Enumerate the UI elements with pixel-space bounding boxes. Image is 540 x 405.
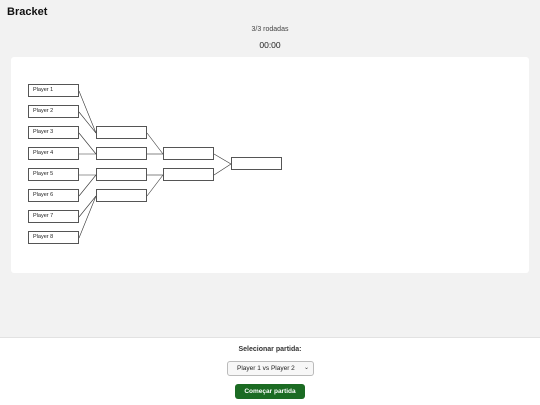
select-match-label: Selecionar partida: [238,346,302,353]
bracket-slot-r1-8: Player 8 [28,231,79,244]
bracket-slot-final [231,157,282,170]
bracket-slot-r2-4 [96,189,147,202]
match-controls: Selecionar partida: Player 1 vs Player 2… [0,337,540,405]
rounds-counter: 3/3 rodadas [251,26,289,33]
match-select-value: Player 1 vs Player 2 [237,365,295,372]
bracket-slot-r3-1 [163,147,214,160]
bracket-slot-r1-5: Player 5 [28,168,79,181]
bracket-slot-r1-4: Player 4 [28,147,79,160]
bracket-slot-r1-1: Player 1 [28,84,79,97]
bracket-slot-r2-3 [96,168,147,181]
bracket-slot-r2-1 [96,126,147,139]
bracket-slot-r2-2 [96,147,147,160]
match-select[interactable]: Player 1 vs Player 2 ⌄ [227,361,314,376]
bracket-connectors [78,90,232,239]
bracket-slot-r1-6: Player 6 [28,189,79,202]
page-title: Bracket [7,6,48,18]
bracket-slot-r1-2: Player 2 [28,105,79,118]
chevron-down-icon: ⌄ [303,365,309,371]
start-match-button[interactable]: Começar partida [235,384,305,399]
match-timer: 00:00 [259,40,281,50]
bracket-panel: Player 1 Player 2 Player 3 Player 4 Play… [11,57,529,273]
bracket-slot-r1-7: Player 7 [28,210,79,223]
bracket-slot-r1-3: Player 3 [28,126,79,139]
bracket-slot-r3-2 [163,168,214,181]
